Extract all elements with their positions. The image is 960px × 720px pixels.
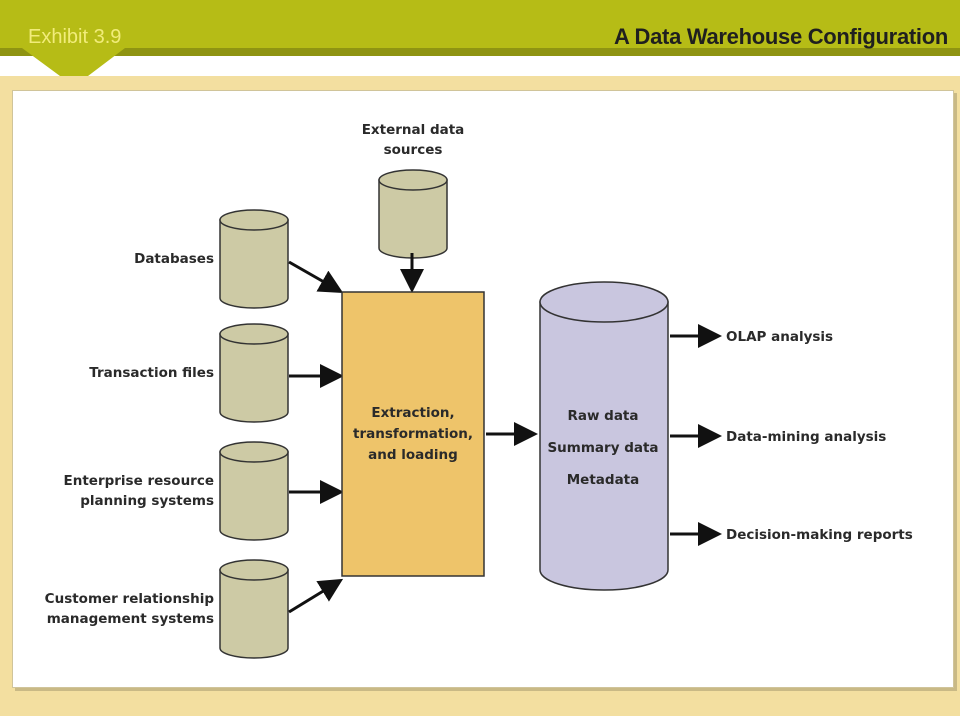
label-line: Customer relationship bbox=[45, 591, 215, 607]
label-line: External data bbox=[362, 122, 465, 138]
label-line: Enterprise resource bbox=[64, 473, 215, 489]
exhibit-tab-shape bbox=[0, 0, 160, 76]
label-line: management systems bbox=[47, 611, 214, 627]
label-line: sources bbox=[384, 142, 443, 158]
output-label-data-mining: Data-mining analysis bbox=[726, 429, 886, 445]
label-line: Metadata bbox=[567, 472, 640, 488]
source-cylinder-databases bbox=[219, 209, 289, 309]
source-cylinder-crm bbox=[219, 559, 289, 659]
data-warehouse-cylinder bbox=[539, 281, 669, 591]
external-sources-label: External data sources bbox=[362, 122, 465, 158]
label-line: Summary data bbox=[547, 440, 658, 456]
source-cylinder-erp bbox=[219, 441, 289, 541]
source-label-databases: Databases bbox=[134, 251, 214, 267]
etl-box bbox=[341, 291, 485, 577]
label-line: transformation, bbox=[353, 426, 473, 442]
etl-label: Extraction, transformation, and loading bbox=[353, 405, 473, 463]
output-label-reports: Decision-making reports bbox=[726, 527, 913, 543]
source-label-transaction-files: Transaction files bbox=[89, 365, 214, 381]
header-bar-shadow bbox=[0, 48, 960, 56]
label-line: Extraction, bbox=[371, 405, 454, 421]
label-line: and loading bbox=[368, 447, 458, 463]
arrow-crm-to-etl bbox=[288, 578, 344, 614]
label-line: Transaction files bbox=[89, 365, 214, 381]
source-label-crm: Customer relationship management systems bbox=[45, 591, 215, 627]
arrow-databases-to-etl bbox=[288, 260, 344, 293]
source-label-erp: Enterprise resource planning systems bbox=[64, 473, 215, 509]
page-title: A Data Warehouse Configuration bbox=[613, 24, 948, 49]
label-line: planning systems bbox=[80, 493, 214, 509]
exhibit-label: Exhibit 3.9 bbox=[28, 26, 122, 48]
output-label-olap: OLAP analysis bbox=[726, 329, 833, 345]
external-data-cylinder bbox=[378, 169, 448, 259]
label-line: Raw data bbox=[567, 408, 638, 424]
header-bar bbox=[0, 0, 960, 48]
source-cylinder-transaction-files bbox=[219, 323, 289, 423]
label-line: Databases bbox=[134, 251, 214, 267]
